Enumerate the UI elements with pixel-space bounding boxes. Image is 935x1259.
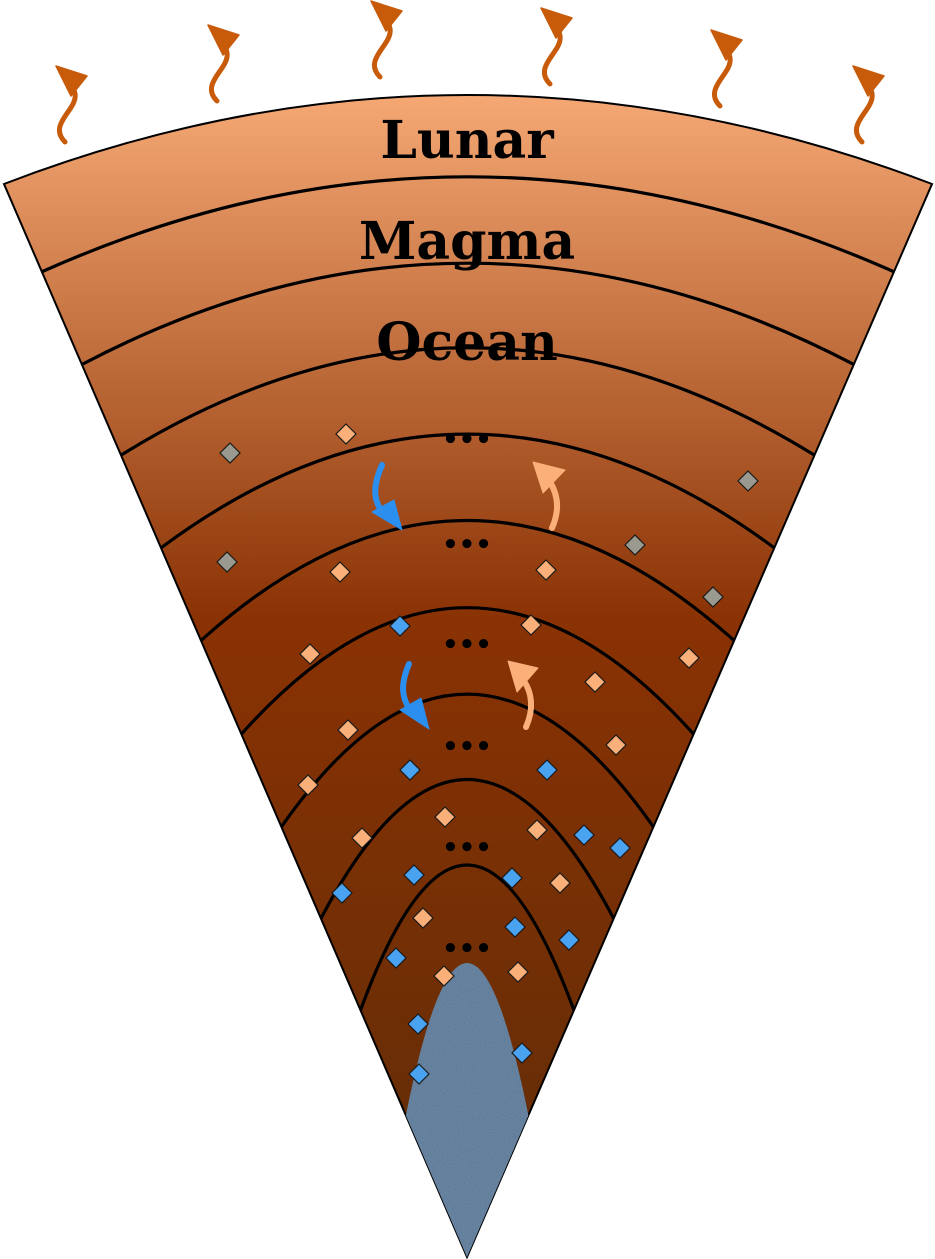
- layer-boundary-3: [120, 346, 816, 457]
- crystallizing-minerals: [216, 423, 759, 1085]
- continuation-dots-4: •••: [442, 732, 492, 762]
- mineral-crystal-6: [535, 559, 557, 581]
- mineral-crystal-13: [678, 647, 700, 669]
- mineral-crystal-34: [407, 1013, 429, 1035]
- mineral-crystal-36: [408, 1063, 430, 1085]
- continuation-dots-6: •••: [442, 934, 492, 964]
- mineral-crystal-23: [609, 837, 631, 859]
- mineral-crystal-19: [434, 806, 456, 828]
- mineral-crystal-31: [385, 947, 407, 969]
- layer-continuation-dots: ••• ••• ••• ••• ••• •••: [442, 425, 492, 964]
- moon-interior-wedge: [2, 94, 934, 1259]
- mineral-crystal-33: [507, 961, 529, 983]
- mineral-crystal-11: [520, 614, 542, 636]
- layer-boundary-9: [359, 863, 576, 1011]
- sinking-arrow-2: [399, 661, 430, 730]
- mineral-crystal-25: [501, 867, 523, 889]
- heat-arrow-3: [370, 0, 403, 80]
- mineral-crystal-10: [389, 615, 411, 637]
- layer-boundary-1: [41, 175, 895, 274]
- title-line-1: Lunar: [380, 110, 554, 171]
- layer-boundary-4: [160, 432, 776, 550]
- diagram-title: Lunar Magma Ocean: [359, 110, 575, 373]
- heat-escape-arrows: [55, 0, 885, 145]
- mineral-crystal-3: [737, 470, 759, 492]
- mineral-crystal-1: [219, 442, 241, 464]
- mineral-crystal-27: [331, 882, 353, 904]
- mineral-crystal-12: [584, 671, 606, 693]
- layer-boundary-8: [319, 778, 616, 920]
- mineral-crystal-26: [549, 872, 571, 894]
- moon-core: [405, 963, 529, 1257]
- mineral-crystal-15: [297, 774, 319, 796]
- mineral-crystal-18: [605, 734, 627, 756]
- continuation-dots-2: •••: [442, 530, 492, 560]
- mineral-crystal-8: [702, 586, 724, 608]
- mineral-crystal-16: [399, 759, 421, 781]
- heat-arrow-2: [207, 24, 240, 104]
- mineral-crystal-7: [624, 534, 646, 556]
- mineral-crystal-35: [511, 1042, 533, 1064]
- title-line-2: Magma: [359, 211, 575, 272]
- mineral-crystal-2: [335, 423, 357, 445]
- mineral-crystal-24: [403, 864, 425, 886]
- continuation-dots-1: •••: [442, 425, 492, 455]
- mineral-crystal-28: [412, 907, 434, 929]
- layer-boundaries: [41, 175, 895, 1011]
- convection-arrows: [371, 461, 566, 730]
- heat-arrow-1: [55, 65, 88, 145]
- heat-arrow-6: [852, 65, 885, 145]
- mineral-crystal-5: [329, 561, 351, 583]
- mineral-crystal-4: [216, 551, 238, 573]
- heat-arrow-5: [710, 29, 743, 109]
- mineral-crystal-17: [536, 759, 558, 781]
- mineral-crystal-14: [337, 719, 359, 741]
- layer-boundary-5: [199, 518, 736, 642]
- sinking-arrow-1: [371, 462, 403, 531]
- continuation-dots-3: •••: [442, 630, 492, 660]
- rising-arrow-2: [507, 660, 539, 730]
- mineral-crystal-21: [526, 819, 548, 841]
- mineral-crystal-20: [351, 827, 373, 849]
- rising-arrow-1: [532, 461, 566, 531]
- layer-boundary-6: [240, 606, 695, 736]
- heat-arrow-4: [540, 7, 573, 87]
- mineral-crystal-22: [573, 824, 595, 846]
- title-line-3: Ocean: [376, 312, 558, 373]
- layer-boundary-7: [280, 692, 655, 828]
- layer-boundary-2: [81, 261, 855, 366]
- mineral-crystal-29: [504, 916, 526, 938]
- continuation-dots-5: •••: [442, 833, 492, 863]
- mineral-crystal-9: [299, 643, 321, 665]
- mineral-crystal-30: [558, 929, 580, 951]
- mineral-crystal-32: [433, 965, 455, 987]
